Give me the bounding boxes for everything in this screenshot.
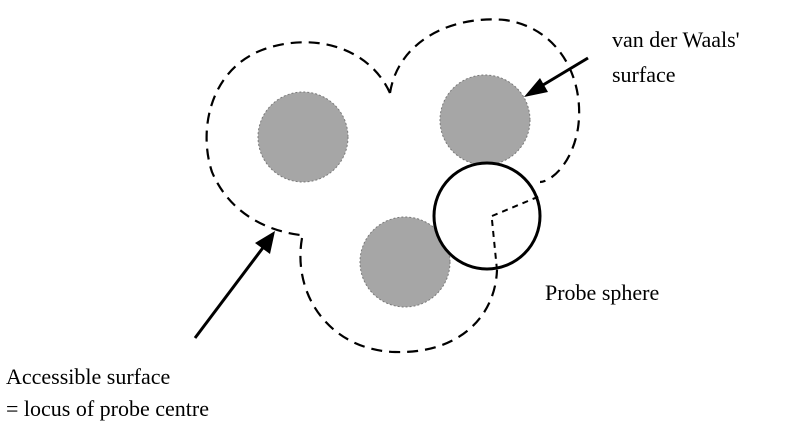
accessible-label-line1: Accessible surface: [6, 364, 170, 389]
atom-top-right: [439, 74, 531, 166]
vdw-arrow: [524, 56, 589, 97]
vdw-arrow-head: [524, 78, 548, 97]
vdw-label-line2: surface: [612, 62, 676, 87]
accessible-arrow-head: [255, 231, 275, 254]
atoms: [257, 74, 531, 308]
atom-bottom: [359, 216, 451, 308]
accessible-arrow: [193, 231, 275, 339]
vdw-label-line1: van der Waals': [612, 27, 740, 52]
accessible-surface-arc-top-right: [388, 18, 581, 184]
probe-sphere: [432, 161, 542, 271]
probe-radius-lines: [491, 195, 541, 271]
accessible-label-line2: = locus of probe centre: [6, 396, 209, 421]
probe-radius-line-down: [491, 219, 498, 271]
probe-radius-line-up: [491, 195, 541, 217]
accessible-surface-arc-left: [205, 41, 391, 237]
accessible-surface-arc-bottom: [299, 237, 499, 354]
probe-label: Probe sphere: [545, 280, 659, 305]
atom-left: [257, 91, 349, 183]
accessible-surface-outline: [205, 18, 581, 354]
